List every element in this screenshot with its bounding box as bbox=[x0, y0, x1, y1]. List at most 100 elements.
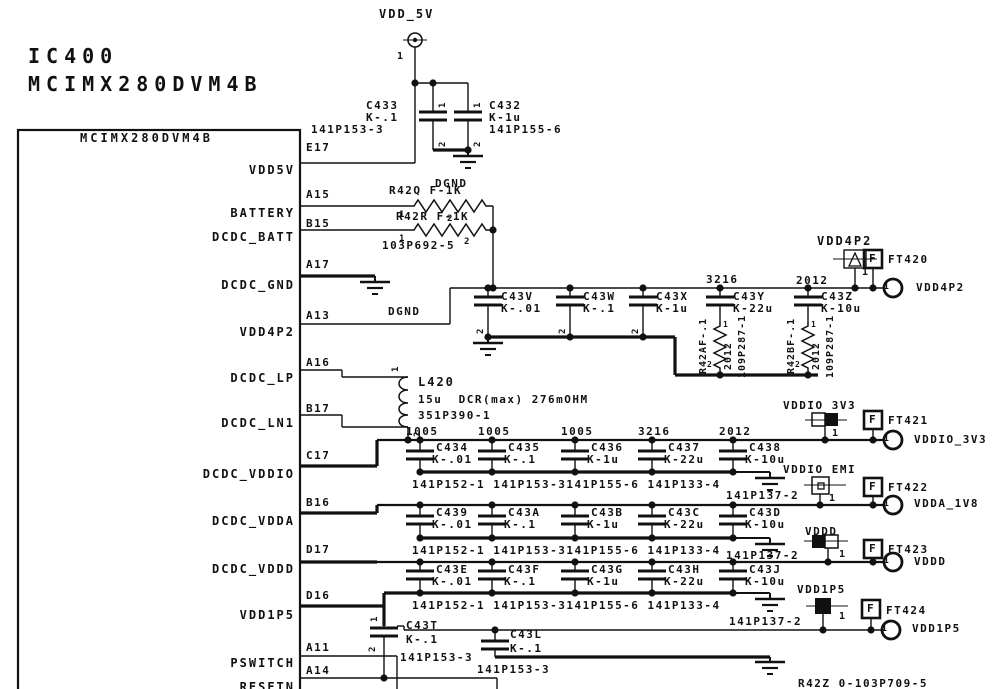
cap-value: K-10u bbox=[745, 575, 786, 588]
junction-dot bbox=[869, 284, 877, 292]
cap-ref: C43L bbox=[510, 628, 543, 641]
power-sym-vddd[interactable] bbox=[824, 534, 839, 549]
inductor-partnum: 351P390-1 bbox=[418, 409, 492, 422]
pin-number: 1 bbox=[884, 556, 889, 565]
power-sym-vddioemi[interactable] bbox=[811, 476, 830, 495]
power-port-symbol[interactable] bbox=[407, 32, 423, 48]
sym-partnum: 141P137-2 bbox=[729, 615, 803, 628]
ferrite-ref: FT424 bbox=[886, 604, 927, 617]
inductor-desc: 15u DCR(max) 276mOHM bbox=[418, 393, 589, 406]
resistor-symbol[interactable] bbox=[800, 322, 816, 375]
pin-number: 1 bbox=[473, 102, 483, 108]
junction-dot bbox=[416, 534, 424, 542]
resistor-symbol[interactable] bbox=[408, 198, 493, 214]
resistor-partnum: 109P287-1 bbox=[825, 314, 836, 378]
offpage-port[interactable] bbox=[882, 494, 904, 516]
junction-dot bbox=[869, 501, 877, 509]
cap-value: K-.1 bbox=[510, 642, 543, 655]
power-port-symbol bbox=[412, 37, 418, 43]
offpage-port[interactable] bbox=[882, 277, 904, 299]
pin-number: 1 bbox=[438, 102, 448, 108]
resistor-symbol[interactable] bbox=[712, 322, 728, 375]
partnum-line: 141P152-1 141P153-3141P155-6 141P133-4 bbox=[412, 599, 721, 612]
cap-ref: C43E bbox=[436, 563, 469, 576]
junction-dot bbox=[729, 558, 737, 566]
pin-number: 2 bbox=[795, 360, 800, 369]
cap-value: K-1u bbox=[587, 453, 620, 466]
ferrite-box[interactable] bbox=[862, 409, 884, 431]
offpage-port[interactable] bbox=[882, 551, 904, 573]
ic-label: MCIMX280DVM4B bbox=[80, 131, 213, 145]
junction-dot bbox=[411, 79, 419, 87]
offpage-port[interactable] bbox=[880, 619, 902, 641]
pin-name: PSWITCH bbox=[230, 656, 295, 670]
power-sym-vdd4p2[interactable] bbox=[847, 251, 863, 267]
net-label: VDD4P2 bbox=[916, 281, 965, 294]
junction-dot bbox=[464, 146, 472, 154]
cap-ref: C435 bbox=[508, 441, 541, 454]
pin-num: A17 bbox=[306, 258, 331, 271]
cap-ref: C43J bbox=[749, 563, 782, 576]
inductor-symbol[interactable] bbox=[398, 376, 409, 428]
pin-number: 1 bbox=[391, 366, 401, 372]
ferrite-box[interactable] bbox=[860, 598, 882, 620]
ferrite-box[interactable] bbox=[862, 248, 884, 270]
junction-dot bbox=[416, 468, 424, 476]
cap-value: K-.1 bbox=[583, 302, 616, 315]
resistor-symbol[interactable] bbox=[408, 222, 493, 238]
junction-dot bbox=[821, 436, 829, 444]
pin-name: BATTERY bbox=[230, 206, 295, 220]
inductor-ref: L420 bbox=[418, 375, 455, 389]
cap-value: K-1u bbox=[587, 575, 620, 588]
pin-number: 1 bbox=[399, 210, 405, 220]
pkg-label: 3216 bbox=[638, 425, 671, 438]
pkg-label: 2012 bbox=[796, 274, 829, 287]
power-sym-vddio3v3[interactable] bbox=[825, 413, 838, 426]
net-label: VDDD bbox=[914, 555, 947, 568]
ferrite-ref: FT422 bbox=[888, 481, 929, 494]
power-sym-vdd1p5[interactable] bbox=[815, 598, 831, 614]
ferrite-letter: F bbox=[869, 413, 878, 426]
cap-value: K-1u bbox=[587, 518, 620, 531]
pkg-label: 1005 bbox=[561, 425, 594, 438]
power-sym-label: VDD1P5 bbox=[797, 583, 846, 596]
cap-value: K-1u bbox=[489, 111, 522, 124]
junction-dot bbox=[648, 558, 656, 566]
power-sym-vddd[interactable] bbox=[812, 535, 825, 548]
ic-body[interactable] bbox=[16, 128, 302, 689]
junction-dot bbox=[729, 534, 737, 542]
junction-dot bbox=[571, 558, 579, 566]
cap-ref: C43D bbox=[749, 506, 782, 519]
pin-num: A13 bbox=[306, 309, 331, 322]
pin-num: A14 bbox=[306, 664, 331, 677]
pin-num: E17 bbox=[306, 141, 331, 154]
junction-dot bbox=[729, 468, 737, 476]
junction-dot bbox=[648, 501, 656, 509]
cap-value: K-.1 bbox=[366, 111, 399, 124]
pin-number: 1 bbox=[723, 320, 728, 329]
junction-dot bbox=[489, 284, 497, 292]
junction-dot bbox=[484, 333, 492, 341]
pin-number: 1 bbox=[884, 499, 889, 508]
partnum-line: 141P152-1 141P153-3141P155-6 141P133-4 bbox=[412, 478, 721, 491]
power-sym-vddioemi[interactable] bbox=[817, 482, 825, 490]
pin-name: DCDC_VDDD bbox=[211, 562, 295, 576]
cap-ref: C43Z bbox=[821, 290, 854, 303]
power-sym-vdd4p2[interactable] bbox=[843, 249, 867, 269]
sym-partnum: 141P137-2 bbox=[726, 549, 800, 562]
ferrite-box[interactable] bbox=[862, 476, 884, 498]
ferrite-box[interactable] bbox=[862, 538, 884, 560]
pin-name: DCDC_LP bbox=[230, 371, 295, 385]
junction-dot bbox=[824, 558, 832, 566]
cap-ref: C43W bbox=[583, 290, 616, 303]
pin-num: C17 bbox=[306, 449, 331, 462]
pin-name: VDD5V bbox=[248, 163, 295, 177]
ferrite-ref: FT420 bbox=[888, 253, 929, 266]
cap-value: K-1u bbox=[656, 302, 689, 315]
offpage-port[interactable] bbox=[882, 429, 904, 451]
pin-number: 1 bbox=[399, 234, 405, 244]
junction-dot bbox=[851, 284, 859, 292]
cap-ref: C43V bbox=[501, 290, 534, 303]
cap-value: K-10u bbox=[745, 453, 786, 466]
junction-dot bbox=[648, 468, 656, 476]
